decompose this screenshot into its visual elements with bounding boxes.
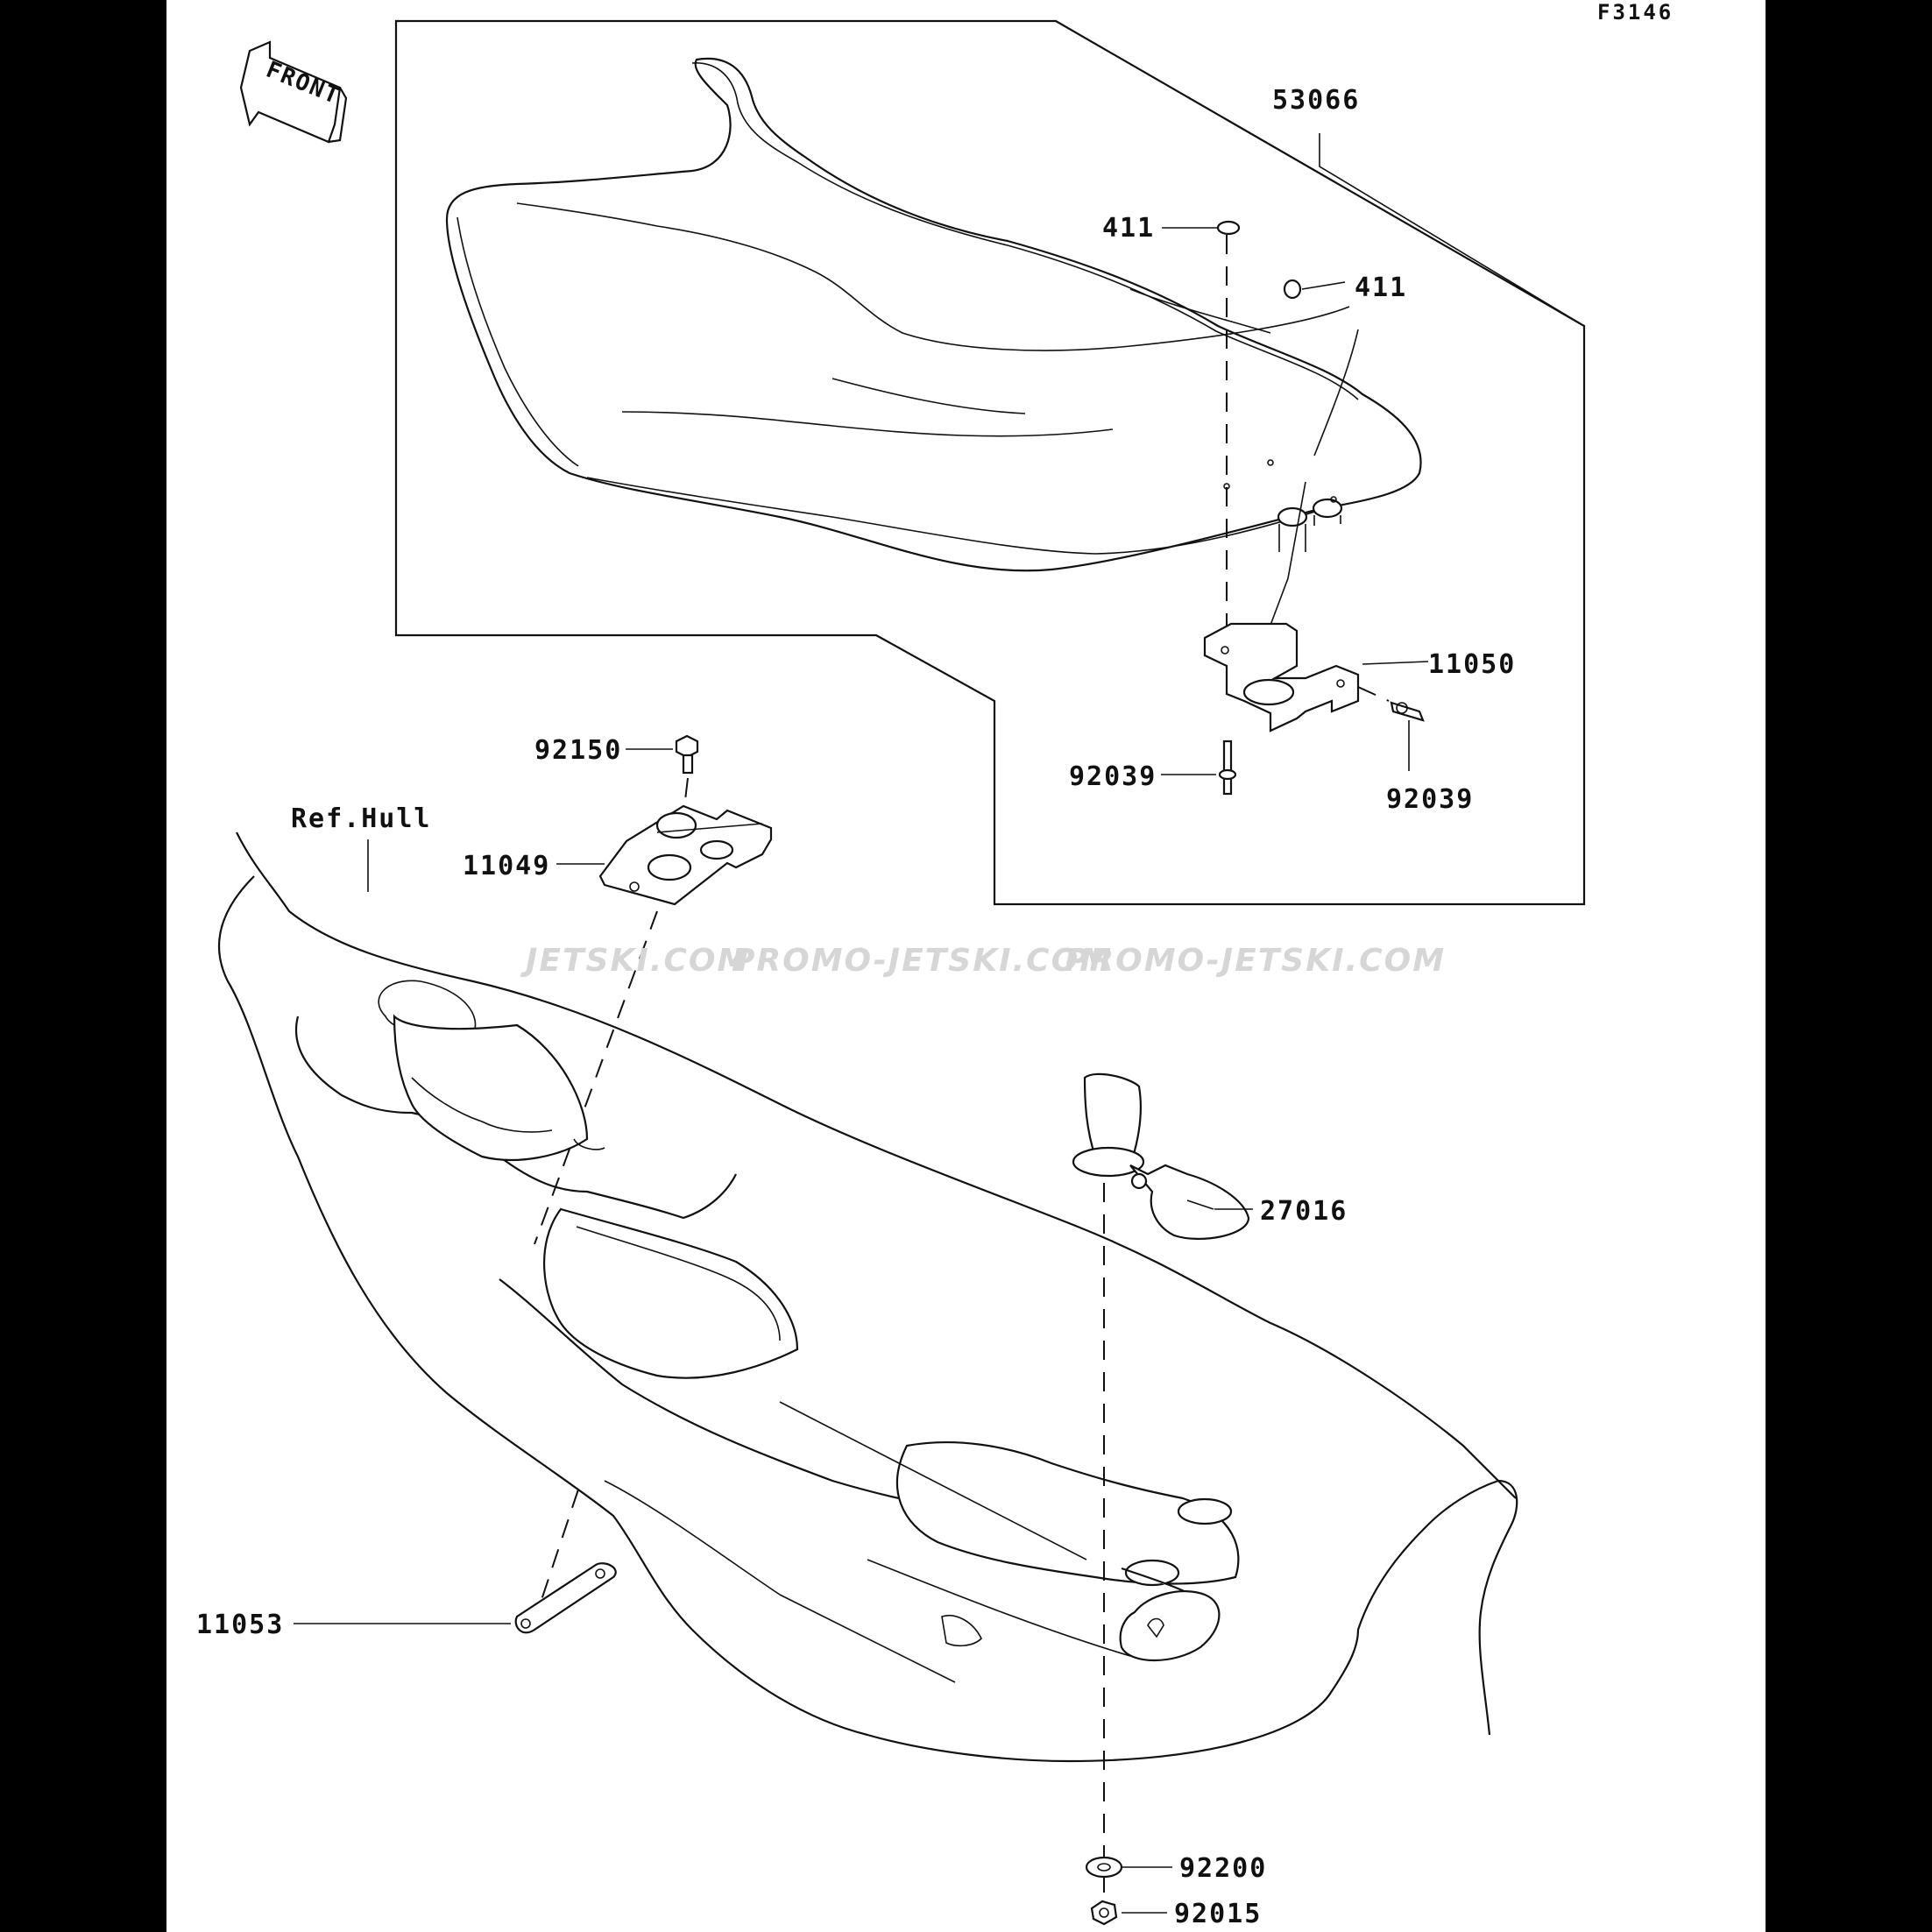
seat-catch-27016	[1072, 1072, 1250, 1241]
watermark-3: PROMO-JETSKI.COM	[1065, 943, 1446, 979]
callout-92015: 92015	[1174, 1899, 1262, 1929]
callout-11049: 11049	[463, 851, 550, 881]
washer-92200	[1085, 1856, 1123, 1879]
callout-92039-right: 92039	[1386, 784, 1474, 815]
parts-diagram-sheet: F3146 FRONT	[166, 0, 1766, 1932]
callout-11053: 11053	[196, 1610, 284, 1640]
washer-411-side	[1283, 279, 1302, 300]
plate-11053	[514, 1562, 617, 1634]
reference-hull-label: Ref.Hull	[291, 803, 432, 834]
exploded-diagram: F3146 FRONT	[196, 0, 1674, 1929]
pin-92039-right	[1390, 701, 1425, 722]
callout-92039-left: 92039	[1069, 761, 1157, 792]
callout-27016: 27016	[1260, 1196, 1348, 1227]
hull-bracket-11049	[598, 804, 773, 906]
callout-411-top: 411	[1102, 213, 1155, 244]
bolt-92150	[675, 734, 699, 775]
front-label: FRONT	[262, 57, 343, 110]
figure-code: F3146	[1597, 0, 1674, 25]
washer-411-top	[1216, 220, 1241, 236]
leader-lines	[294, 133, 1585, 1914]
hull-reference-drawing	[217, 832, 1518, 1763]
callout-92150: 92150	[534, 735, 622, 766]
nut-92015	[1090, 1900, 1118, 1926]
callout-11050: 11050	[1428, 649, 1516, 680]
watermark-2: PROMO-JETSKI.COM	[732, 943, 1113, 979]
callout-411-side: 411	[1355, 272, 1407, 303]
watermark-1: JETSKI.COM	[520, 943, 750, 979]
seat-assembly-drawing	[445, 57, 1422, 572]
pin-92039-left	[1218, 740, 1237, 796]
callout-92200: 92200	[1179, 1853, 1267, 1884]
seat-group-boundary	[394, 19, 1586, 906]
front-direction-arrow: FRONT	[239, 40, 348, 144]
seat-bracket-11050	[1203, 622, 1360, 732]
callout-53066: 53066	[1272, 85, 1360, 116]
